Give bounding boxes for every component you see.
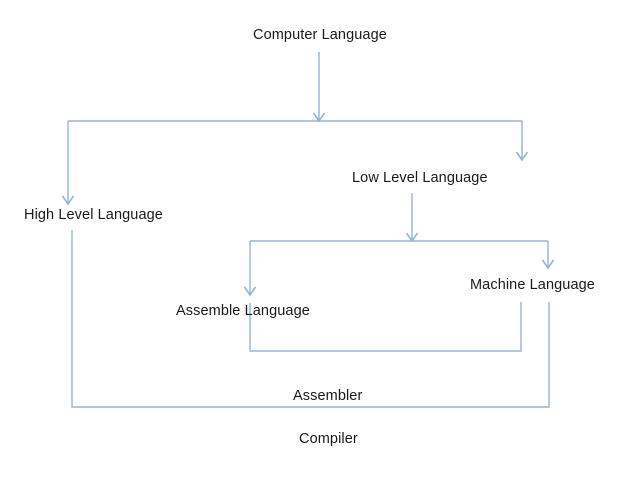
node-computer-language: Computer Language xyxy=(253,27,387,43)
node-low-level-language: Low Level Language xyxy=(352,170,488,186)
arrowhead-split-to-low-level xyxy=(515,151,529,162)
arrowhead-split-to-machine xyxy=(541,259,555,270)
node-high-level-language: High Level Language xyxy=(24,207,163,223)
node-assemble-language: Assemble Language xyxy=(176,303,310,319)
arrowhead-split-to-assemble xyxy=(243,286,257,297)
arrowhead-computer-to-split xyxy=(312,112,326,123)
label-assembler: Assembler xyxy=(293,388,363,404)
label-compiler: Compiler xyxy=(299,431,358,447)
bracket-compiler xyxy=(71,230,550,408)
node-machine-language: Machine Language xyxy=(470,277,595,293)
arrowhead-split-to-high-level xyxy=(61,195,75,206)
arrowhead-low-level-to-split xyxy=(405,232,419,243)
